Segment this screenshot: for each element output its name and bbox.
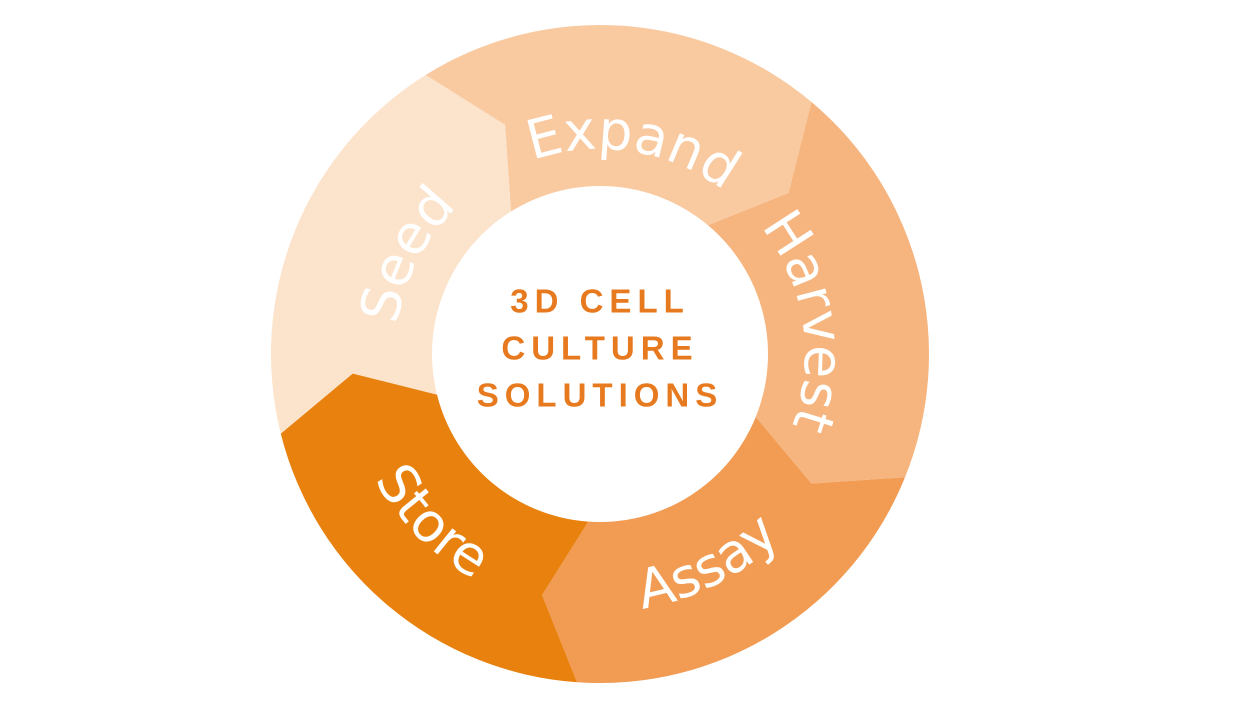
center-title-line-1: 3D CELL bbox=[510, 282, 690, 320]
segment-store bbox=[280, 373, 589, 683]
segment-seed bbox=[270, 74, 511, 434]
center-title: 3D CELL CULTURE SOLUTIONS bbox=[477, 278, 724, 419]
center-title-line-3: SOLUTIONS bbox=[476, 376, 724, 414]
center-title-line-2: CULTURE bbox=[501, 329, 699, 367]
segment-harvest bbox=[707, 101, 929, 484]
segment-expand bbox=[425, 24, 812, 226]
segment-assay bbox=[542, 416, 906, 684]
segments-layer bbox=[270, 24, 929, 684]
